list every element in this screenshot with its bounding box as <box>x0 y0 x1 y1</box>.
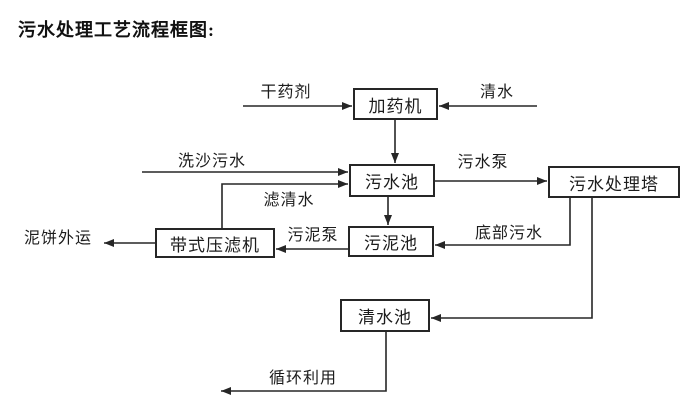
edge-label-sewage-pump: 污水泵 <box>457 154 509 171</box>
node-dosing-machine: 加药机 <box>353 88 438 120</box>
edge-label-recycle-use: 循环利用 <box>268 370 338 387</box>
edge-label-mud-cake-out: 泥饼外运 <box>23 230 93 247</box>
node-sludge-pool: 污泥池 <box>348 226 434 257</box>
node-sludge-pool-label: 污泥池 <box>364 234 418 253</box>
node-sewage-pool: 污水池 <box>349 164 435 197</box>
connector-filtered-water-to-sewage-pool <box>221 180 348 228</box>
node-dosing-machine-label: 加药机 <box>368 96 423 116</box>
node-clean-water-pool: 清水池 <box>340 299 430 332</box>
edge-label-sand-washing-sewage: 洗沙污水 <box>177 153 247 170</box>
edge-label-dry-agent: 干药剂 <box>260 84 312 101</box>
node-sewage-pool-label: 污水池 <box>365 173 419 192</box>
edge-label-filtered-water: 滤清水 <box>263 192 315 209</box>
edge-label-bottom-sewage: 底部污水 <box>474 225 544 242</box>
edge-label-clean-water: 清水 <box>479 84 515 101</box>
connector-tower-to-clean-pool <box>431 198 593 322</box>
node-belt-filter-press: 带式压滤机 <box>155 228 275 258</box>
connector-clean-pool-recycle-out <box>221 332 387 395</box>
edge-label-sludge-pump: 污泥泵 <box>287 227 339 244</box>
page-title: 污水处理工艺流程框图: <box>18 20 215 40</box>
node-belt-filter-press-label: 带式压滤机 <box>170 235 260 255</box>
node-sewage-treatment-tower-label: 污水处理塔 <box>569 174 659 194</box>
connector-tower-bottom-sewage-to-sludge-pool <box>435 198 571 249</box>
node-clean-water-pool-label: 清水池 <box>358 308 412 327</box>
node-sewage-treatment-tower: 污水处理塔 <box>548 166 680 198</box>
